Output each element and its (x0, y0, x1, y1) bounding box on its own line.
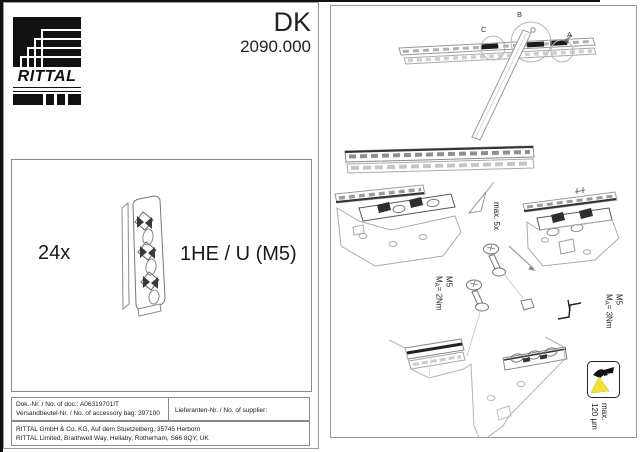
coating-thickness-note: max. 120 µm (589, 403, 609, 430)
product-series: DK (273, 7, 311, 37)
document-info-table: Dok.-Nr. / No. of doc.: A06319701IT Vers… (11, 397, 310, 421)
assembly-diagram-panel: C B A max. 5x M5 MA= 2Nm M5 MA= 3Nm max.… (330, 5, 637, 438)
max-uses-note: max. 5x (492, 202, 501, 231)
rittal-logo: RITTAL (13, 17, 81, 105)
rittal-logo-mark-icon (13, 17, 81, 67)
supplier-cell: Lieferanten-Nr. / No. of supplier: (169, 398, 309, 420)
part-quantity: 24x (38, 242, 71, 264)
brand-wordmark: RITTAL (17, 68, 77, 85)
accessory-bag-line: Versandbeutel-Nr. / No. of accessory bag… (16, 409, 168, 418)
logo-bar-gap (43, 94, 46, 105)
scan-edge (0, 0, 3, 452)
doc-number-value: A06319701IT (79, 401, 119, 408)
doc-number-line: Dok.-Nr. / No. of doc.: A06319701IT (16, 400, 168, 409)
torque-subscript: A (433, 282, 439, 287)
logo-bar-segment (13, 94, 43, 105)
logo-bar-gap (54, 94, 57, 105)
logo-bar (13, 94, 81, 105)
torque-symbol: M (604, 294, 614, 301)
part-spec: 1HE / U (M5) (180, 243, 297, 265)
torque-symbol: M (434, 276, 444, 283)
company-address-table: RITTAL GmbH & Co. KG, Auf dem Stuetzelbe… (11, 421, 310, 446)
detail-label-a: A (567, 30, 573, 39)
logo-bar-segment (68, 94, 81, 105)
coating-line2: 120 µm (590, 403, 599, 430)
logo-bar-gap (65, 94, 68, 105)
address-line-de: RITTAL GmbH & Co. KG, Auf dem Stuetzelbe… (16, 426, 201, 433)
coating-line1: max. (600, 403, 609, 421)
logo-bar-segment (46, 94, 54, 105)
torque-note-2nm: M5 MA= 2Nm (431, 276, 454, 310)
torque-note-3nm: M5 MA= 3Nm (601, 294, 624, 328)
torque-value: = 2Nm (434, 286, 444, 311)
address-line-uk: RITTAL Limited, Braithwell Way, Hellaby,… (16, 435, 209, 442)
doc-number-label: Dok.-Nr. / No. of doc.: (16, 401, 79, 408)
torque-value: = 3Nm (604, 304, 614, 329)
doc-and-bag-cell: Dok.-Nr. / No. of doc.: A06319701IT Vers… (12, 398, 169, 420)
assembly-line-art (334, 21, 620, 437)
torque-size: M5 (614, 294, 624, 306)
torque-size: M5 (444, 276, 454, 288)
part-overview-box: 24x (11, 159, 312, 392)
logo-bar-segment (57, 94, 65, 105)
accessory-bag-value: 397100 (138, 410, 160, 417)
accessory-bag-label: Versandbeutel-Nr. / No. of accessory bag… (16, 410, 137, 417)
detail-label-b: B (517, 10, 523, 19)
title-page: RITTAL DK 2090.000 24x (3, 2, 319, 449)
torque-subscript: A (603, 300, 609, 305)
logo-rule (13, 87, 81, 92)
title-block: DK 2090.000 (240, 7, 311, 56)
model-number: 2090.000 (240, 37, 311, 56)
cage-nut-strip-drawing (112, 192, 176, 318)
detail-label-c: C (481, 25, 487, 34)
supplier-label: Lieferanten-Nr. / No. of supplier: (175, 407, 268, 414)
paint-spray-gun-icon (587, 361, 620, 398)
scan-edge (0, 0, 600, 2)
